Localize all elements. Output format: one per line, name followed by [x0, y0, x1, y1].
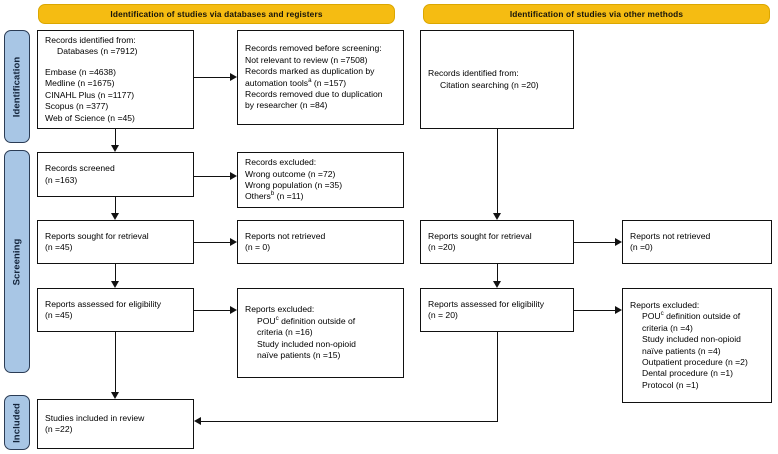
arrow-identified-other-to-sought-other — [492, 213, 501, 220]
reports-excluded-other-line5: Dental procedure (n =1) — [642, 368, 734, 379]
reports-excluded-db-line2b: criteria (n =16) — [257, 327, 313, 338]
records-identified-other-line1: Records identified from: — [428, 68, 519, 79]
records-excluded-line4: Othersb (n =11) — [245, 190, 304, 202]
connector-sought-to-assessed-db — [115, 264, 116, 281]
reports-sought-db-line2: (n =45) — [45, 242, 73, 252]
records-identified-other-line2: Citation searching (n =20) — [440, 79, 539, 90]
stage-included: Included — [4, 395, 30, 450]
box-reports-sought-databases: Reports sought for retrieval (n =45) — [37, 220, 194, 264]
records-identified-db-line2: Databases (n =7912) — [57, 46, 138, 57]
connector-sought-other-to-assessed-other — [497, 264, 498, 281]
stage-screening: Screening — [4, 150, 30, 373]
studies-included-line1: Studies included in review — [45, 412, 145, 423]
stage-included-label: Included — [11, 402, 23, 443]
records-removed-line4b: by researcher (n =84) — [245, 100, 328, 111]
connector-assessed-to-excluded-db — [194, 310, 230, 311]
records-removed-line3b: automation toolsa (n =157) — [245, 76, 347, 88]
records-removed-line2: Not relevant to review (n =7508) — [245, 54, 368, 65]
reports-sought-other-line2: (n =20) — [428, 242, 456, 252]
reports-sought-db-line1: Reports sought for retrieval — [45, 230, 149, 241]
banner-other-methods-label: Identification of studies via other meth… — [509, 9, 684, 19]
banner-other-methods: Identification of studies via other meth… — [423, 4, 770, 24]
connector-sought-to-not-retrieved-other — [574, 242, 615, 243]
box-records-removed-before-screening: Records removed before screening: Not re… — [237, 30, 404, 125]
reports-assessed-other-line2: (n = 20) — [428, 310, 458, 320]
arrow-assessed-to-excluded-db — [230, 305, 237, 314]
connector-screened-to-excluded — [194, 176, 230, 177]
connector-identified-to-removed — [194, 77, 230, 78]
box-records-screened: Records screened (n =163) — [37, 152, 194, 197]
box-records-identified-databases: Records identified from: Databases (n =7… — [37, 30, 194, 129]
arrow-assessed-to-included — [110, 392, 119, 399]
reports-excluded-other-line4: Outpatient procedure (n =2) — [642, 356, 748, 367]
reports-not-retrieved-db-line2: (n = 0) — [245, 242, 271, 252]
studies-included-line2: (n =22) — [45, 424, 73, 434]
box-records-excluded: Records excluded: Wrong outcome (n =72) … — [237, 152, 404, 208]
reports-excluded-db-line1: Reports excluded: — [245, 304, 315, 315]
reports-assessed-other-line1: Reports assessed for eligibility — [428, 298, 545, 309]
reports-excluded-other-line2b: criteria (n =4) — [642, 322, 693, 333]
connector-identified-to-screened — [115, 129, 116, 145]
connector-assessed-to-excluded-other — [574, 310, 615, 311]
records-identified-db-line1: Records identified from: — [45, 35, 136, 46]
records-screened-line1: Records screened — [45, 163, 115, 174]
arrow-identified-to-removed — [230, 72, 237, 81]
records-identified-db-source-medline: Medline (n =1675) — [45, 78, 115, 89]
records-removed-line3a: Records marked as duplication by — [245, 66, 375, 77]
reports-excluded-other-line3b: naïve patients (n =4) — [642, 345, 721, 356]
arrow-sought-to-not-retrieved-db — [230, 237, 237, 246]
records-excluded-line2: Wrong outcome (n =72) — [245, 168, 336, 179]
reports-excluded-other-line2a: POUc definition outside of — [642, 310, 741, 322]
reports-excluded-other-line6: Protocol (n =1) — [642, 379, 699, 390]
reports-not-retrieved-other-line1: Reports not retrieved — [630, 230, 711, 241]
box-reports-excluded-databases: Reports excluded: POUc definition outsid… — [237, 288, 404, 378]
records-screened-line2: (n =163) — [45, 174, 78, 185]
reports-sought-other-line1: Reports sought for retrieval — [428, 230, 532, 241]
banner-databases-registers-label: Identification of studies via databases … — [110, 9, 323, 19]
arrow-assessed-other-to-included — [194, 417, 201, 425]
reports-excluded-db-line3a: Study included non-opioid — [257, 338, 356, 349]
records-removed-line4a: Records removed due to duplication — [245, 88, 383, 99]
connector-assessed-to-included — [115, 332, 116, 392]
records-identified-db-source-scopus: Scopus (n =377) — [45, 101, 109, 112]
records-identified-db-source-cinahl: CINAHL Plus (n =1177) — [45, 89, 135, 100]
stage-screening-label: Screening — [11, 238, 23, 285]
arrow-sought-to-not-retrieved-other — [615, 237, 622, 246]
connector-assessed-other-to-included-horizontal — [201, 421, 498, 422]
box-reports-assessed-databases: Reports assessed for eligibility (n =45) — [37, 288, 194, 332]
reports-assessed-db-line1: Reports assessed for eligibility — [45, 298, 162, 309]
reports-excluded-db-line3b: naïve patients (n =15) — [257, 350, 341, 361]
box-reports-assessed-other: Reports assessed for eligibility (n = 20… — [420, 288, 574, 332]
banner-databases-registers: Identification of studies via databases … — [38, 4, 395, 24]
reports-excluded-db-line2a: POUc definition outside of — [257, 315, 356, 326]
arrow-sought-other-to-assessed-other — [492, 281, 501, 288]
arrow-sought-to-assessed-db — [110, 281, 119, 288]
records-excluded-line3: Wrong population (n =35) — [245, 180, 343, 190]
box-records-identified-other: Records identified from: Citation search… — [420, 30, 574, 129]
stage-identification-label: Identification — [11, 56, 23, 117]
reports-excluded-other-line1: Reports excluded: — [630, 299, 700, 310]
reports-assessed-db-line2: (n =45) — [45, 310, 73, 320]
box-reports-excluded-other: Reports excluded: POUc definition outsid… — [622, 288, 772, 403]
records-identified-db-source-wos: Web of Science (n =45) — [45, 112, 135, 123]
records-removed-line1: Records removed before screening: — [245, 43, 382, 54]
reports-excluded-other-line3a: Study included non-opioid — [642, 334, 741, 345]
records-identified-db-source-embase: Embase (n =4638) — [45, 66, 116, 77]
stage-identification: Identification — [4, 30, 30, 143]
box-reports-not-retrieved-other: Reports not retrieved (n =0) — [622, 220, 772, 264]
records-excluded-line1: Records excluded: — [245, 157, 317, 168]
arrow-identified-to-screened — [110, 145, 119, 152]
arrow-screened-to-sought — [110, 213, 119, 220]
arrow-screened-to-excluded — [230, 171, 237, 180]
box-reports-not-retrieved-databases: Reports not retrieved (n = 0) — [237, 220, 404, 264]
box-studies-included-in-review: Studies included in review (n =22) — [37, 399, 194, 449]
connector-identified-other-to-sought-other — [497, 129, 498, 213]
arrow-assessed-to-excluded-other — [615, 305, 622, 314]
connector-assessed-other-to-included-vertical — [497, 332, 498, 422]
connector-screened-to-sought — [115, 197, 116, 213]
reports-not-retrieved-db-line1: Reports not retrieved — [245, 230, 326, 241]
box-reports-sought-other: Reports sought for retrieval (n =20) — [420, 220, 574, 264]
reports-not-retrieved-other-line2: (n =0) — [630, 242, 653, 252]
connector-sought-to-not-retrieved-db — [194, 242, 230, 243]
